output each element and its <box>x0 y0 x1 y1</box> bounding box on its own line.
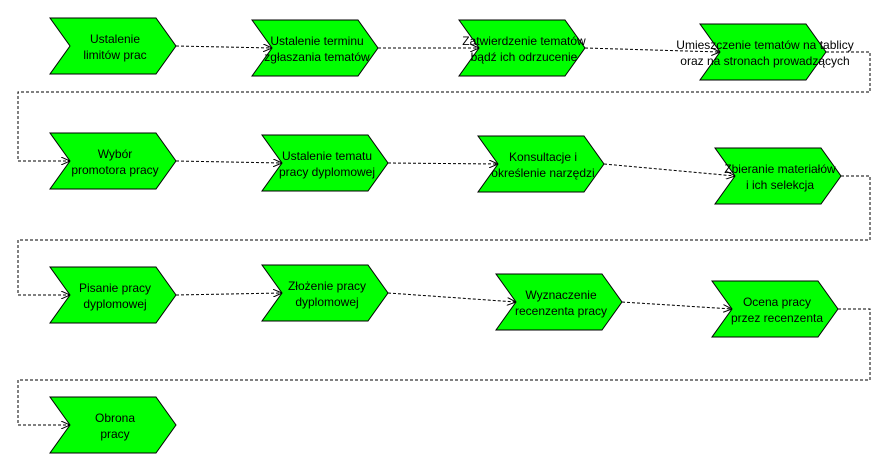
process-step-12[interactable]: Ocena pracy przez recenzenta <box>711 280 839 338</box>
step-label-line: dyplomowej <box>295 295 358 309</box>
chevron-shape <box>714 147 842 205</box>
chevron-shape <box>49 17 177 75</box>
step-label-line: i ich selekcja <box>746 178 814 192</box>
process-step-9[interactable]: Pisanie pracy dyplomowej <box>49 266 177 324</box>
chevron-shape <box>477 135 605 193</box>
step-label-line: pracy <box>100 427 129 441</box>
flow-arrow <box>175 46 272 48</box>
chevron-shape <box>261 264 389 322</box>
step-label-line: Wyznaczenie <box>525 288 597 302</box>
process-step-6[interactable]: Ustalenie tematu pracy dyplomowej <box>261 134 389 192</box>
step-label-line: Zbieranie materiałów <box>724 162 836 176</box>
process-step-4[interactable]: Umieszczenie tematów na tablicy oraz na s… <box>676 23 854 81</box>
step-label-line: pracy dyplomowej <box>279 165 375 179</box>
step-label-line: określenie narzędzi <box>491 166 594 180</box>
flow-wrap-arrow <box>17 51 871 161</box>
chevron-shape <box>458 19 586 77</box>
step-label-line: Ustalenie terminu <box>270 34 363 48</box>
chevron-shape <box>495 273 623 331</box>
chevron-shape <box>251 19 379 77</box>
flow-arrow <box>175 161 282 163</box>
flow-arrow <box>175 293 282 295</box>
chevron-shape <box>49 266 177 324</box>
step-label-line: Ocena pracy <box>743 295 811 309</box>
process-step-10[interactable]: Złożenie pracy dyplomowej <box>261 264 389 322</box>
step-label-line: przez recenzenta <box>731 311 823 325</box>
process-step-11[interactable]: Wyznaczenie recenzenta pracy <box>495 273 623 331</box>
step-label-line: recenzenta pracy <box>515 304 607 318</box>
step-label-line: limitów prac <box>83 48 146 62</box>
flow-wrap-arrow <box>17 308 871 425</box>
flow-arrow <box>603 163 735 176</box>
step-label-line: Ustalenie tematu <box>282 149 372 163</box>
process-steps: Ustalenie limitów prac Ustalenie terminu zg… <box>49 17 854 454</box>
chevron-shape <box>711 280 839 338</box>
flow-arrow <box>387 292 516 302</box>
step-label-line: Ustalenie <box>90 32 140 46</box>
step-label-line: Zatwierdzenie tematów <box>462 34 586 48</box>
flow-arrow <box>584 47 720 52</box>
step-label-line: Wybór <box>98 147 133 161</box>
chevron-shape <box>49 132 177 190</box>
process-step-8[interactable]: Zbieranie materiałów i ich selekcja <box>714 147 842 205</box>
step-label-line: Złożenie pracy <box>288 279 366 293</box>
step-label-line: oraz na stronach prowadzących <box>680 54 849 68</box>
step-label-line: promotora pracy <box>71 163 158 177</box>
step-label-line: Konsultacje i <box>509 150 577 164</box>
process-step-2[interactable]: Ustalenie terminu zgłaszania tematów <box>251 19 379 77</box>
step-label-line: Pisanie pracy <box>79 281 151 295</box>
flow-arrow <box>387 163 498 164</box>
step-label-line: zgłaszania tematów <box>264 50 370 64</box>
flow-arrow <box>621 301 732 309</box>
process-step-3[interactable]: Zatwierdzenie tematów bądź ich odrzucenie <box>458 19 586 77</box>
chevron-shape <box>699 23 827 81</box>
chevron-shape <box>261 134 389 192</box>
process-step-5[interactable]: Wybór promotora pracy <box>49 132 177 190</box>
step-label-line: bądź ich odrzucenie <box>471 50 578 64</box>
step-label-line: dyplomowej <box>83 297 146 311</box>
process-step-13[interactable]: Obrona pracy <box>49 396 177 454</box>
process-step-7[interactable]: Konsultacje i określenie narzędzi <box>477 135 605 193</box>
connectors <box>17 46 871 425</box>
step-label-line: Obrona <box>95 411 135 425</box>
chevron-shape <box>49 396 177 454</box>
step-label-line: Umieszczenie tematów na tablicy <box>676 38 853 52</box>
process-step-1[interactable]: Ustalenie limitów prac <box>49 17 177 75</box>
